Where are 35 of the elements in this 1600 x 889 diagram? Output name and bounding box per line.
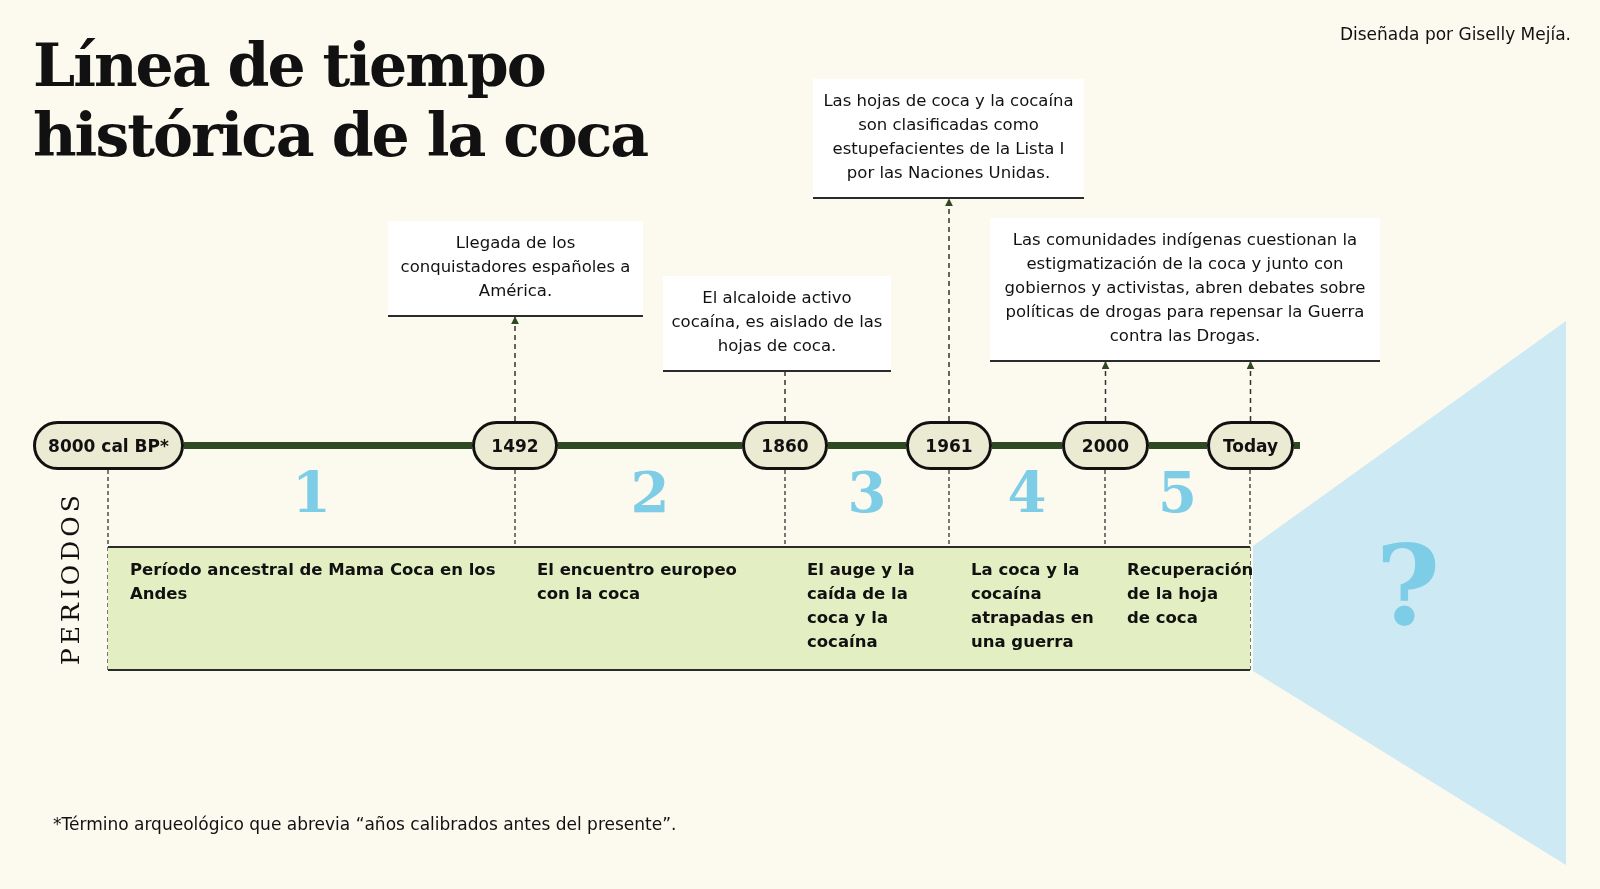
title: Línea de tiempo histórica de la coca <box>33 30 649 170</box>
leader-line <box>1101 361 1110 422</box>
leader-line <box>511 316 519 422</box>
period-cell: El auge y la caída de la coca y la cocaína <box>785 546 949 671</box>
event-callout: El alcaloide activo cocaína, es aislado de las hojas de coca. <box>663 276 891 372</box>
year-pill: 2000 <box>1062 421 1149 470</box>
period-cell: Período ancestral de Mama Coca en los Andes <box>108 546 515 671</box>
event-callout: Las comunidades indígenas cuestionan la estigmatización de la coca y junto con gobiernos y activistas, abren debates sobre políticas de drogas para repensar la Guerra contra las Drogas. <box>990 218 1380 362</box>
credit-text: Diseñada por Giselly Mejía. <box>1339 24 1571 44</box>
year-pill: 1961 <box>906 421 992 470</box>
period-number: 2 <box>629 462 671 522</box>
timeline-line <box>558 442 742 449</box>
footnote: *Término arqueológico que abrevia “años calibrados antes del presente”. <box>53 814 677 834</box>
period-number: 5 <box>1157 462 1198 522</box>
period-cell: La coca y la cocaína atrapadas en una guerra <box>949 546 1105 671</box>
timeline-line <box>1149 442 1207 449</box>
year-pill: 8000 cal BP* <box>33 421 184 470</box>
timeline-line <box>828 442 906 449</box>
period-number: 1 <box>291 462 332 522</box>
axis-label: PERIODOS <box>55 491 85 665</box>
timeline-line <box>992 442 1062 449</box>
timeline-line <box>184 442 472 449</box>
leader-line <box>945 198 953 422</box>
period-cell: El encuentro europeo con la coca <box>515 546 785 671</box>
period-number: 3 <box>846 462 888 522</box>
event-callout: Llegada de los conquistadores españoles a América. <box>388 221 643 317</box>
question-mark: ? <box>1374 521 1442 650</box>
leader-line <box>1246 361 1255 422</box>
year-pill: 1860 <box>742 421 828 470</box>
year-pill: Today <box>1207 421 1294 470</box>
period-cell: Recuperación de la hoja de coca <box>1105 546 1250 671</box>
event-callout: Las hojas de coca y la cocaína son clasificadas como estupefacientes de la Lista I por las Naciones Unidas. <box>813 79 1084 199</box>
year-pill: 1492 <box>472 421 558 470</box>
leader-line <box>784 371 786 422</box>
period-number: 4 <box>1006 462 1048 522</box>
